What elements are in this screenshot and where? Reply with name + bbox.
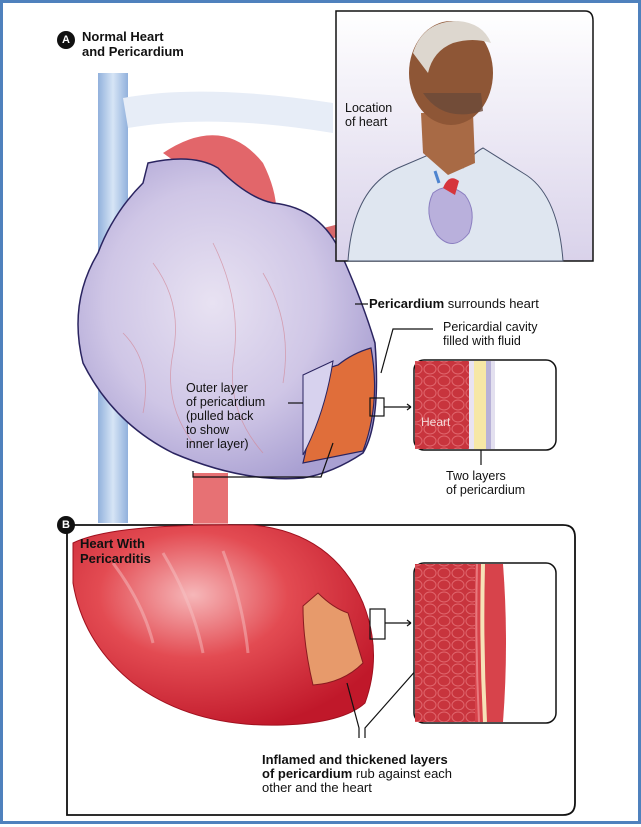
panel-b-title-line2: Pericarditis: [80, 551, 151, 566]
caption-line2-bold: of pericardium: [262, 766, 353, 781]
inflamed-caption: Inflamed and thickened layers of pericar…: [262, 753, 452, 795]
cavity-label-line1: Pericardial cavity: [443, 320, 538, 334]
panel-a-title-line1: Normal Heart: [82, 29, 164, 44]
inflamed-heart: [72, 524, 375, 726]
two-layers-line2: of pericardium: [446, 483, 526, 497]
two-layers-label: Two layers of pericardium: [446, 469, 525, 497]
inset-location-of-heart: [335, 10, 594, 262]
outer-layer-line: of pericardium: [186, 395, 266, 409]
panel-b-title-line1: Heart With: [80, 536, 145, 551]
detail-heart-label: Heart: [421, 415, 451, 429]
location-label-line2: of heart: [345, 115, 388, 129]
location-of-heart-label: Location of heart: [345, 101, 392, 129]
heart-highlights: [111, 550, 250, 654]
pericardium-sac: [77, 158, 378, 480]
panel-a-title-line2: and Pericardium: [82, 44, 184, 59]
outer-layer-line: (pulled back: [186, 409, 254, 423]
detail-box-normal: [413, 359, 557, 451]
cavity-label-line2: filled with fluid: [443, 334, 521, 348]
coronary-vessels: [122, 242, 286, 454]
panel-a-badge: A: [57, 31, 75, 49]
caption-line2-rest: rub against each: [352, 766, 453, 781]
outer-layer-line: Outer layer: [186, 381, 248, 395]
two-layers-line1: Two layers: [446, 469, 506, 483]
outer-layer-line: to show: [186, 423, 230, 437]
caption-line1: Inflamed and thickened layers: [262, 752, 448, 767]
pericardium-label-bold: Pericardium: [369, 296, 445, 311]
illustration-canvas: [66, 10, 594, 816]
pericardium-label-rest: surrounds heart: [444, 296, 539, 311]
panel-a-title: Normal Heart and Pericardium: [82, 29, 184, 59]
caption-line3: other and the heart: [262, 780, 372, 795]
detail-box-inflamed: [413, 562, 557, 724]
pericardium-flap-inflamed: [302, 592, 364, 686]
location-label-line1: Location: [345, 101, 393, 115]
panel-b-badge: B: [57, 516, 75, 534]
panel-b-title: Heart With Pericarditis: [80, 536, 151, 566]
outer-layer-label: Outer layer of pericardium (pulled back …: [186, 381, 265, 451]
outer-layer-line: inner layer): [186, 437, 249, 451]
pericardial-cavity-label: Pericardial cavity filled with fluid: [443, 320, 537, 348]
pericardium-label: Pericardium surrounds heart: [369, 297, 539, 311]
leader-lines-a: [192, 303, 482, 478]
